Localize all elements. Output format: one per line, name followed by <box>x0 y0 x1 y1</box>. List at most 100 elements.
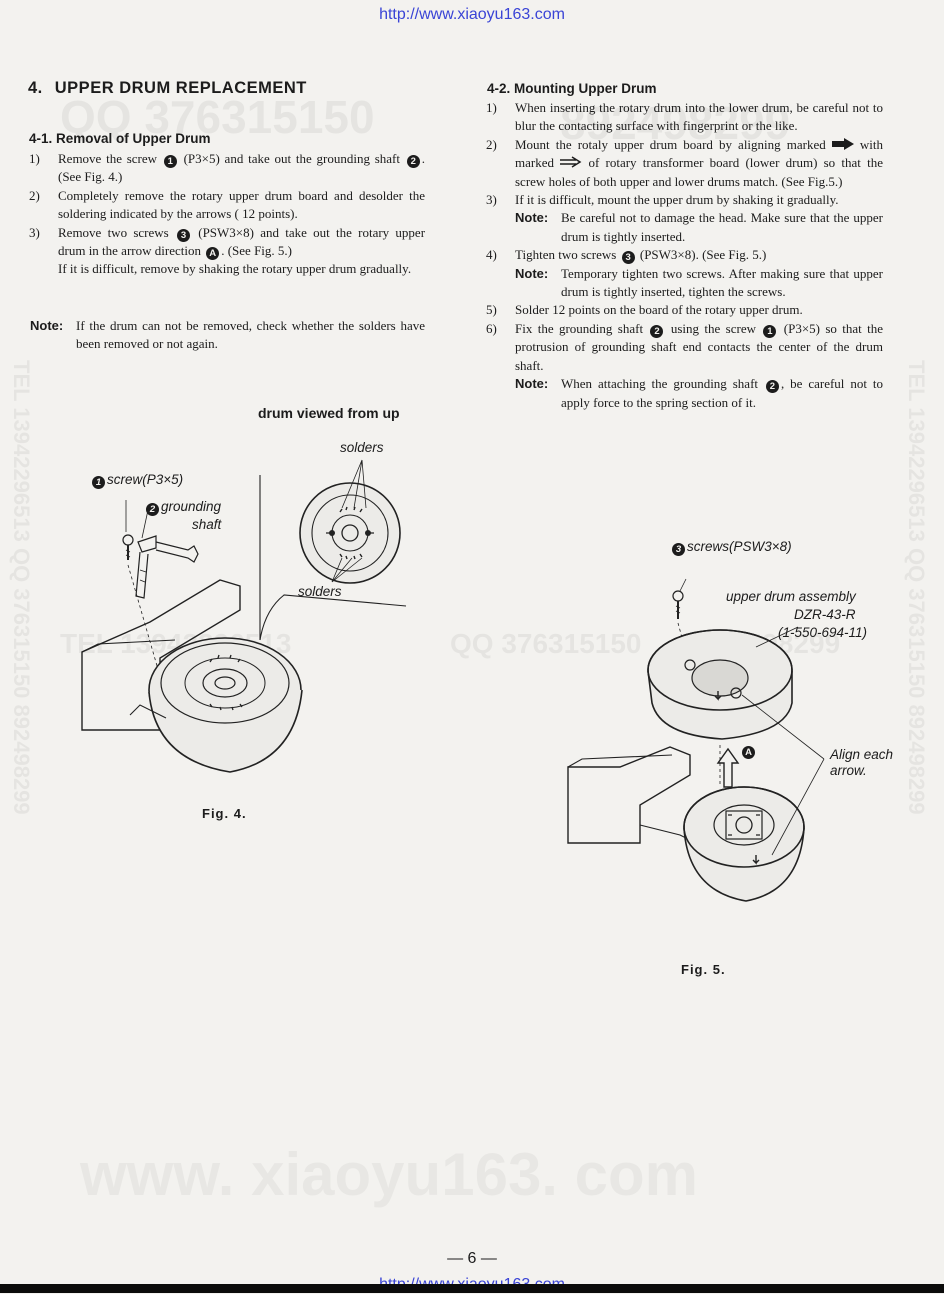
mounting-step-6-note: Note: When attaching the grounding shaft… <box>515 375 883 412</box>
mounting-step-2: 2) Mount the rotaly upper drum board by … <box>485 136 883 191</box>
step-number: 2) <box>29 187 40 203</box>
callout-marker-3: 3 <box>621 251 635 265</box>
watermark-vertical-right: TEL 13942296513 QQ 376315150 892498299 <box>904 360 929 815</box>
step-text: Remove the screw <box>58 151 158 166</box>
removal-step-3: 3) Remove two screws 3 (PSW3×8) and take… <box>28 224 425 279</box>
step-text: Fix the grounding shaft <box>515 320 644 336</box>
fig5-caption: Fig. 5. <box>681 962 726 977</box>
step-number: 3) <box>486 192 497 208</box>
solid-arrow-icon <box>831 137 854 150</box>
step-number: 3) <box>29 224 40 240</box>
step-text: of rotary transformer board (lower drum)… <box>515 155 884 189</box>
callout-marker-a: A <box>206 247 220 261</box>
fig5-align-label-1: Align each <box>830 747 894 762</box>
step-number: 1) <box>29 151 40 166</box>
mounting-step-4-note: Note: Temporary tighten two screws. Afte… <box>515 265 883 302</box>
mounting-heading: 4-2. Mounting Upper Drum <box>487 81 657 96</box>
mounting-step-5: 5) Solder 12 points on the board of the … <box>485 301 883 319</box>
removal-steps: 1) Remove the screw 1 (P3×5) and take ou… <box>28 150 425 279</box>
step-text: (PSW3×8) and take out the rotary upper d… <box>58 224 426 259</box>
step-number: 6) <box>486 320 497 336</box>
watermark-www: www. xiaoyu163. com <box>80 1140 698 1209</box>
note-text: If the drum can not be removed, check wh… <box>76 318 425 352</box>
shaft-label-text: grounding <box>161 499 222 514</box>
mounting-steps: 1) When inserting the rotary drum into t… <box>485 99 883 412</box>
note-text: , be careful not to apply force to the s… <box>561 376 884 410</box>
callout-marker-2: 2 <box>146 503 159 516</box>
watermark-qq-mid: QQ 376315150 <box>450 628 642 659</box>
step-number: 4) <box>486 247 497 263</box>
step-number: 2) <box>486 136 497 152</box>
callout-marker-2: 2 <box>765 380 779 394</box>
callout-marker-1: 1 <box>92 476 105 489</box>
step-number: 5) <box>486 302 497 318</box>
step-text: (P3×5) and take out the grounding shaft <box>183 151 400 166</box>
step-text: Completely remove the rotary upper drum … <box>58 187 425 222</box>
fig5-assembly-label-3: (1-550-694-11) <box>778 625 868 640</box>
screws-label-text: screws(PSW3×8) <box>687 539 792 554</box>
note-label: Note: <box>515 376 549 392</box>
step-text: If it is difficult, mount the upper drum… <box>515 192 839 208</box>
fig5-assembly-label-2: DZR-43-R <box>794 607 856 622</box>
mounting-step-6: 6) Fix the grounding shaft 2 using the s… <box>485 320 883 412</box>
fig5-assembly-label-1: upper drum assembly <box>726 589 856 604</box>
step-text: Solder 12 points on the board of the rot… <box>515 302 803 318</box>
step-text: Remove two screws <box>58 224 169 240</box>
removal-heading: 4-1. Removal of Upper Drum <box>29 131 211 146</box>
watermark-vertical-left: TEL 13942296513 QQ 376315150 892498299 <box>9 360 34 815</box>
section-title-text: UPPER DRUM REPLACEMENT <box>54 79 307 97</box>
callout-marker-3: 3 <box>176 228 190 242</box>
page-number: — 6 — <box>447 1250 497 1267</box>
mounting-step-3-note: Note: Be careful not to damage the head.… <box>515 209 883 246</box>
section-number: 4. <box>28 79 43 97</box>
mounting-step-4: 4) Tighten two screws 3 (PSW3×8). (See F… <box>485 246 883 301</box>
fig4-shaft-label-2: shaft <box>192 517 222 532</box>
fig5-align-label-2: arrow. <box>830 763 867 778</box>
callout-marker-2: 2 <box>406 155 420 168</box>
screw-label-text: screw(P3×5) <box>107 472 184 487</box>
step-text: Tighten two screws <box>515 247 617 263</box>
step-text: using the screw <box>670 320 756 336</box>
fig4-view-label: drum viewed from up <box>258 405 400 421</box>
mounting-step-3: 3) If it is difficult, mount the upper d… <box>485 191 883 246</box>
step-text: When inserting the rotary drum into the … <box>515 100 883 134</box>
note-text: Temporary tighten two screws. After maki… <box>561 265 883 300</box>
note-label: Note: <box>30 318 64 333</box>
note-text: When attaching the grounding shaft <box>561 376 759 392</box>
fig4-caption: Fig. 4. <box>202 806 247 821</box>
mounting-step-1: 1) When inserting the rotary drum into t… <box>485 99 883 136</box>
callout-marker-1: 1 <box>763 324 777 338</box>
removal-note: Note: If the drum can not be removed, ch… <box>30 317 425 354</box>
watermark-num-top: 892498299 <box>560 97 791 149</box>
section-title: 4. UPPER DRUM REPLACEMENT <box>28 79 307 98</box>
callout-marker-3: 3 <box>672 543 685 556</box>
fig4-drawing <box>81 459 407 773</box>
step-text: (P3×5) so that the protrusion of groundi… <box>515 320 884 373</box>
step-text: Mount the rotaly upper drum board by ali… <box>515 136 826 152</box>
step-text: . (See Fig. 5.) <box>221 243 292 259</box>
step-text: with marked <box>515 136 883 171</box>
step-text: (PSW3×8). (See Fig. 5.) <box>639 247 767 263</box>
source-url-top[interactable]: http://www.xiaoyu163.com <box>379 6 565 23</box>
fig5-drawing <box>567 578 825 902</box>
fig5-arrow-marker: A <box>740 741 757 759</box>
note-label: Note: <box>515 210 549 226</box>
fig4-solders-top: solders <box>340 440 384 455</box>
watermark-qq-top: QQ 376315150 <box>60 91 375 143</box>
callout-marker-a: A <box>742 746 755 759</box>
double-arrow-icon <box>560 156 582 168</box>
callout-marker-1: 1 <box>163 155 177 168</box>
callout-marker-2: 2 <box>650 324 664 338</box>
note-text: Be careful not to damage the head. Make … <box>561 210 883 244</box>
removal-step-2: 2) Completely remove the rotary upper dr… <box>28 187 425 224</box>
step-continuation: If it is difficult, remove by shaking th… <box>58 261 412 277</box>
step-text: . (See Fig. 4.) <box>58 151 425 185</box>
note-label: Note: <box>515 265 549 281</box>
fig4-solders-bottom: solders <box>298 584 342 599</box>
step-number: 1) <box>486 100 497 115</box>
